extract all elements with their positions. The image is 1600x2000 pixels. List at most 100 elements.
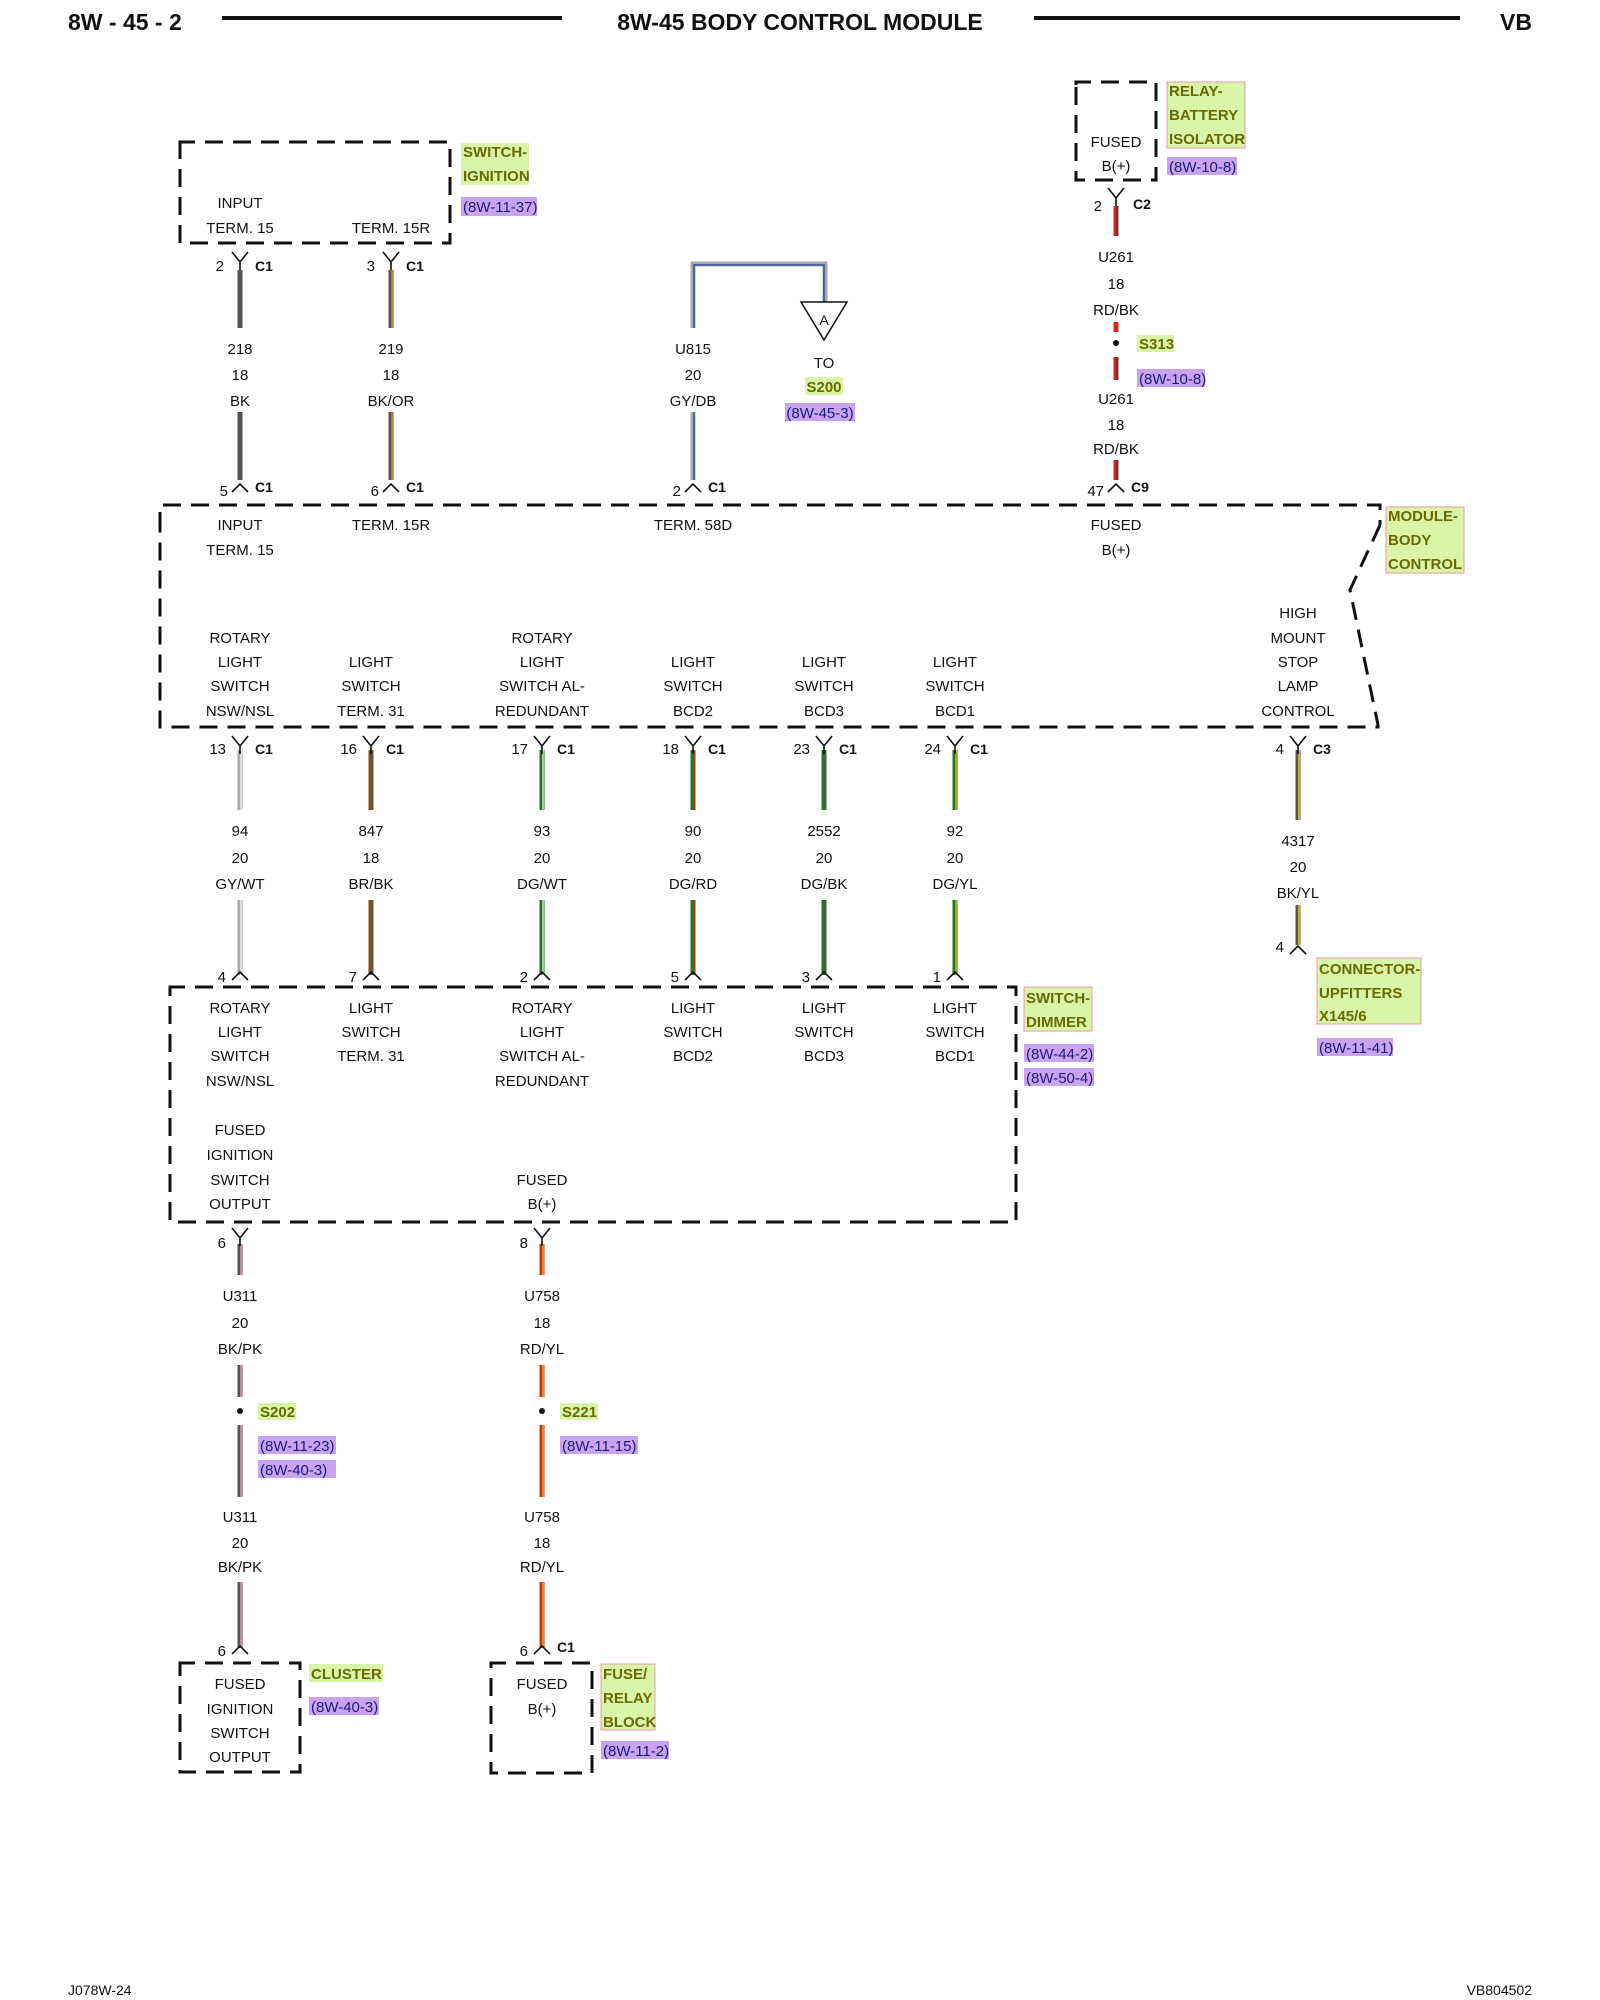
pin-number: 3 [367, 258, 375, 275]
footer-id: VB804502 [1467, 1982, 1533, 1998]
wire-color: GY/WT [215, 876, 264, 893]
dimmer-pin-label: IGNITION [207, 1147, 274, 1164]
dimmer-pin-label: TERM. 31 [337, 1048, 405, 1065]
wire-93 [539, 750, 545, 975]
dimmer-pin-label: REDUNDANT [495, 1073, 589, 1090]
s202-ref-2: (8W-40-3) [260, 1462, 327, 1479]
connector-pin-icon [231, 251, 249, 270]
connector-pin-icon [231, 482, 249, 493]
dimmer-pin-label: ROTARY [511, 1000, 572, 1017]
connector-id: C1 [255, 258, 273, 274]
bcm-pin-label: TERM. 15 [206, 542, 274, 559]
ignition-pin-label: TERM. 15R [352, 220, 431, 237]
wire-color: BK/OR [368, 393, 415, 410]
connector-pin-icon [1289, 944, 1307, 955]
wire-92 [952, 750, 958, 975]
dimmer-pin-label: SWITCH [794, 1024, 853, 1041]
wire-color: RD/YL [520, 1341, 564, 1358]
bcm-pin-label: LAMP [1278, 678, 1319, 695]
dimmer-pin-label: LIGHT [218, 1024, 262, 1041]
bcm-pin-label: MOUNT [1271, 630, 1326, 647]
cluster-name: CLUSTER [311, 1666, 382, 1683]
connector-pin-icon [533, 1644, 551, 1655]
connector-pin-icon [362, 970, 380, 981]
bcm-pin-label: LIGHT [671, 654, 715, 671]
vehicle-code: VB [1500, 9, 1532, 35]
dimmer-pin-label: NSW/NSL [206, 1073, 274, 1090]
wire-gauge: 18 [1108, 417, 1125, 434]
s202-splice: S202 [260, 1404, 295, 1421]
connector-pin-icon [815, 970, 833, 981]
s221-splice: S221 [562, 1404, 597, 1421]
wire-u815 [690, 261, 828, 480]
wire-circuit: 90 [685, 823, 702, 840]
wire-color: DG/YL [932, 876, 977, 893]
connector-pin-icon [684, 970, 702, 981]
bcm-pin-label: TERM. 31 [337, 703, 405, 720]
pin-number: 6 [520, 1643, 528, 1660]
s221-ref-highlight [560, 1436, 638, 1454]
wire-219 [388, 270, 394, 480]
wire-gauge: 20 [534, 850, 551, 867]
ignition-switch-box [178, 140, 452, 245]
connector-id: C2 [1133, 196, 1151, 212]
pin-number: 23 [793, 741, 810, 758]
dimmer-pin-label: SWITCH [341, 1024, 400, 1041]
connector-id: C1 [557, 1639, 575, 1655]
wire-90 [690, 750, 696, 975]
bcm-pin-label: NSW/NSL [206, 703, 274, 720]
offpage-triangle-icon [799, 301, 849, 342]
wire-gauge: 18 [534, 1315, 551, 1332]
wire-gauge: 20 [947, 850, 964, 867]
ignition-name-highlight [461, 143, 529, 185]
pin-number: 4 [1276, 741, 1284, 758]
pin-number: 4 [218, 969, 226, 986]
bcm-pin-label: LIGHT [520, 654, 564, 671]
dimmer-pin-label: SWITCH [210, 1172, 269, 1189]
dimmer-ref-highlight [1024, 1044, 1094, 1062]
connector-id: C1 [557, 741, 575, 757]
s313-ref-highlight [1137, 369, 1205, 387]
s221-highlight [560, 1403, 598, 1420]
page-title: 8W-45 BODY CONTROL MODULE [617, 9, 982, 35]
bcm-pin-label: TERM. 15R [352, 517, 431, 534]
wire-color: BK/PK [218, 1341, 262, 1358]
bcm-name-highlight [1385, 506, 1465, 574]
wire-gauge: 20 [232, 1535, 249, 1552]
bcm-pin-label: LIGHT [349, 654, 393, 671]
wire-circuit: U311 [223, 1509, 258, 1526]
pin-number: 6 [371, 483, 379, 500]
ignition-name-1: SWITCH- [463, 144, 527, 161]
connector-pin-icon [231, 735, 249, 754]
dimmer-pin-label: OUTPUT [209, 1196, 271, 1213]
s200-splice: S200 [806, 379, 841, 396]
wire-2552 [821, 750, 827, 975]
cluster-name-highlight [309, 1664, 383, 1682]
relay-label: B(+) [1102, 158, 1131, 175]
bcm-pin-label: FUSED [1091, 517, 1142, 534]
connector-id: C1 [386, 741, 404, 757]
wire-gauge: 18 [383, 367, 400, 384]
upfitters-name-3: X145/6 [1319, 1008, 1367, 1025]
ignition-pin-label: TERM. 15 [206, 220, 274, 237]
wire-circuit: U261 [1098, 391, 1134, 408]
bcm-pin-label: CONTROL [1261, 703, 1334, 720]
bcm-pin-label: SWITCH [925, 678, 984, 695]
relay-name-2: BATTERY [1169, 107, 1238, 124]
pin-number: 18 [662, 741, 679, 758]
bcm-pin-label: SWITCH [341, 678, 400, 695]
bcm-pin-label: LIGHT [933, 654, 977, 671]
cluster-box [178, 1661, 302, 1774]
bcm-pin-label: LIGHT [802, 654, 846, 671]
pin-number: 8 [520, 1235, 528, 1252]
upfitters-name-highlight [1316, 957, 1422, 1025]
wire-847 [368, 750, 374, 975]
dimmer-pin-label: SWITCH [210, 1048, 269, 1065]
wire-color: RD/BK [1093, 441, 1139, 458]
connector-id: C3 [1313, 741, 1331, 757]
wire-circuit: 2552 [807, 823, 840, 840]
fuse-label: FUSED [517, 1676, 568, 1693]
wire-color: BR/BK [348, 876, 393, 893]
wire-color: DG/BK [801, 876, 848, 893]
dimmer-pin-label: FUSED [215, 1122, 266, 1139]
